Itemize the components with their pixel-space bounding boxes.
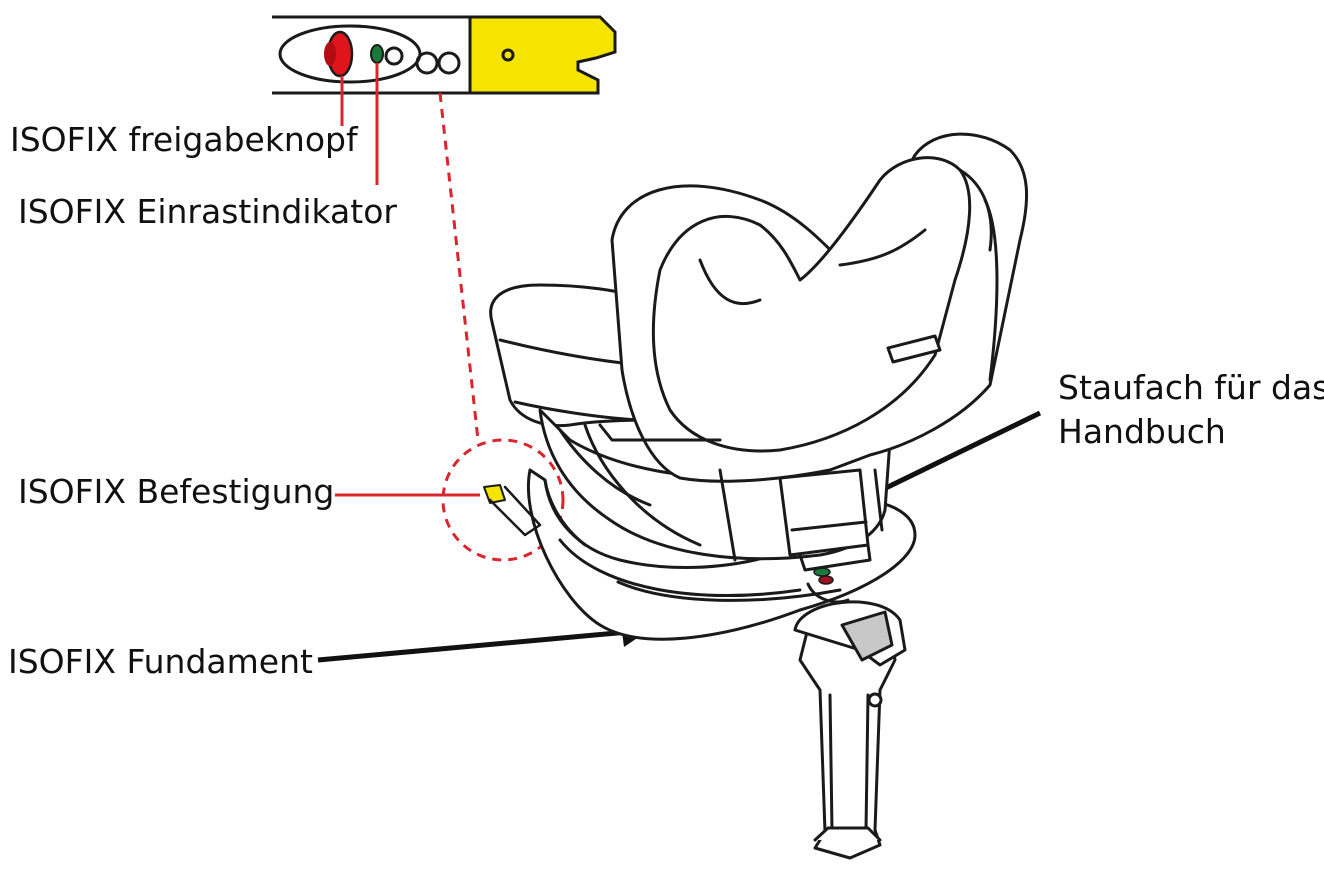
seat-handle-slot (886, 334, 942, 364)
isofix-attachment-yellow (483, 484, 506, 504)
detail-dashed-line (438, 92, 480, 441)
manual-storage-compartment (778, 468, 870, 557)
lock-indicator-icon (370, 44, 384, 64)
attachment-dashed-circle (441, 438, 565, 562)
isofix-arm-detail (272, 15, 617, 95)
seat-back-padding (651, 156, 972, 453)
isofix-base-label: ISOFIX Fundament (8, 642, 313, 681)
manual-storage-label-line1: Staufach für das (1058, 368, 1324, 407)
isofix-lock-indicator-label: ISOFIX Einrastindikator (18, 192, 397, 231)
manual-storage-label: Staufach für das Handbuch (1058, 366, 1324, 454)
isofix-release-button-label: ISOFIX freigabeknopf (10, 120, 358, 159)
base-red-indicator (818, 575, 834, 585)
car-seat-illustration (483, 132, 1029, 860)
manual-storage-label-line2: Handbuch (1058, 412, 1226, 451)
isofix-attachment-label: ISOFIX Befestigung (18, 472, 335, 511)
leg-release-panel (840, 610, 894, 662)
base-arrow (317, 629, 629, 663)
isofix-connector-head (468, 15, 617, 95)
